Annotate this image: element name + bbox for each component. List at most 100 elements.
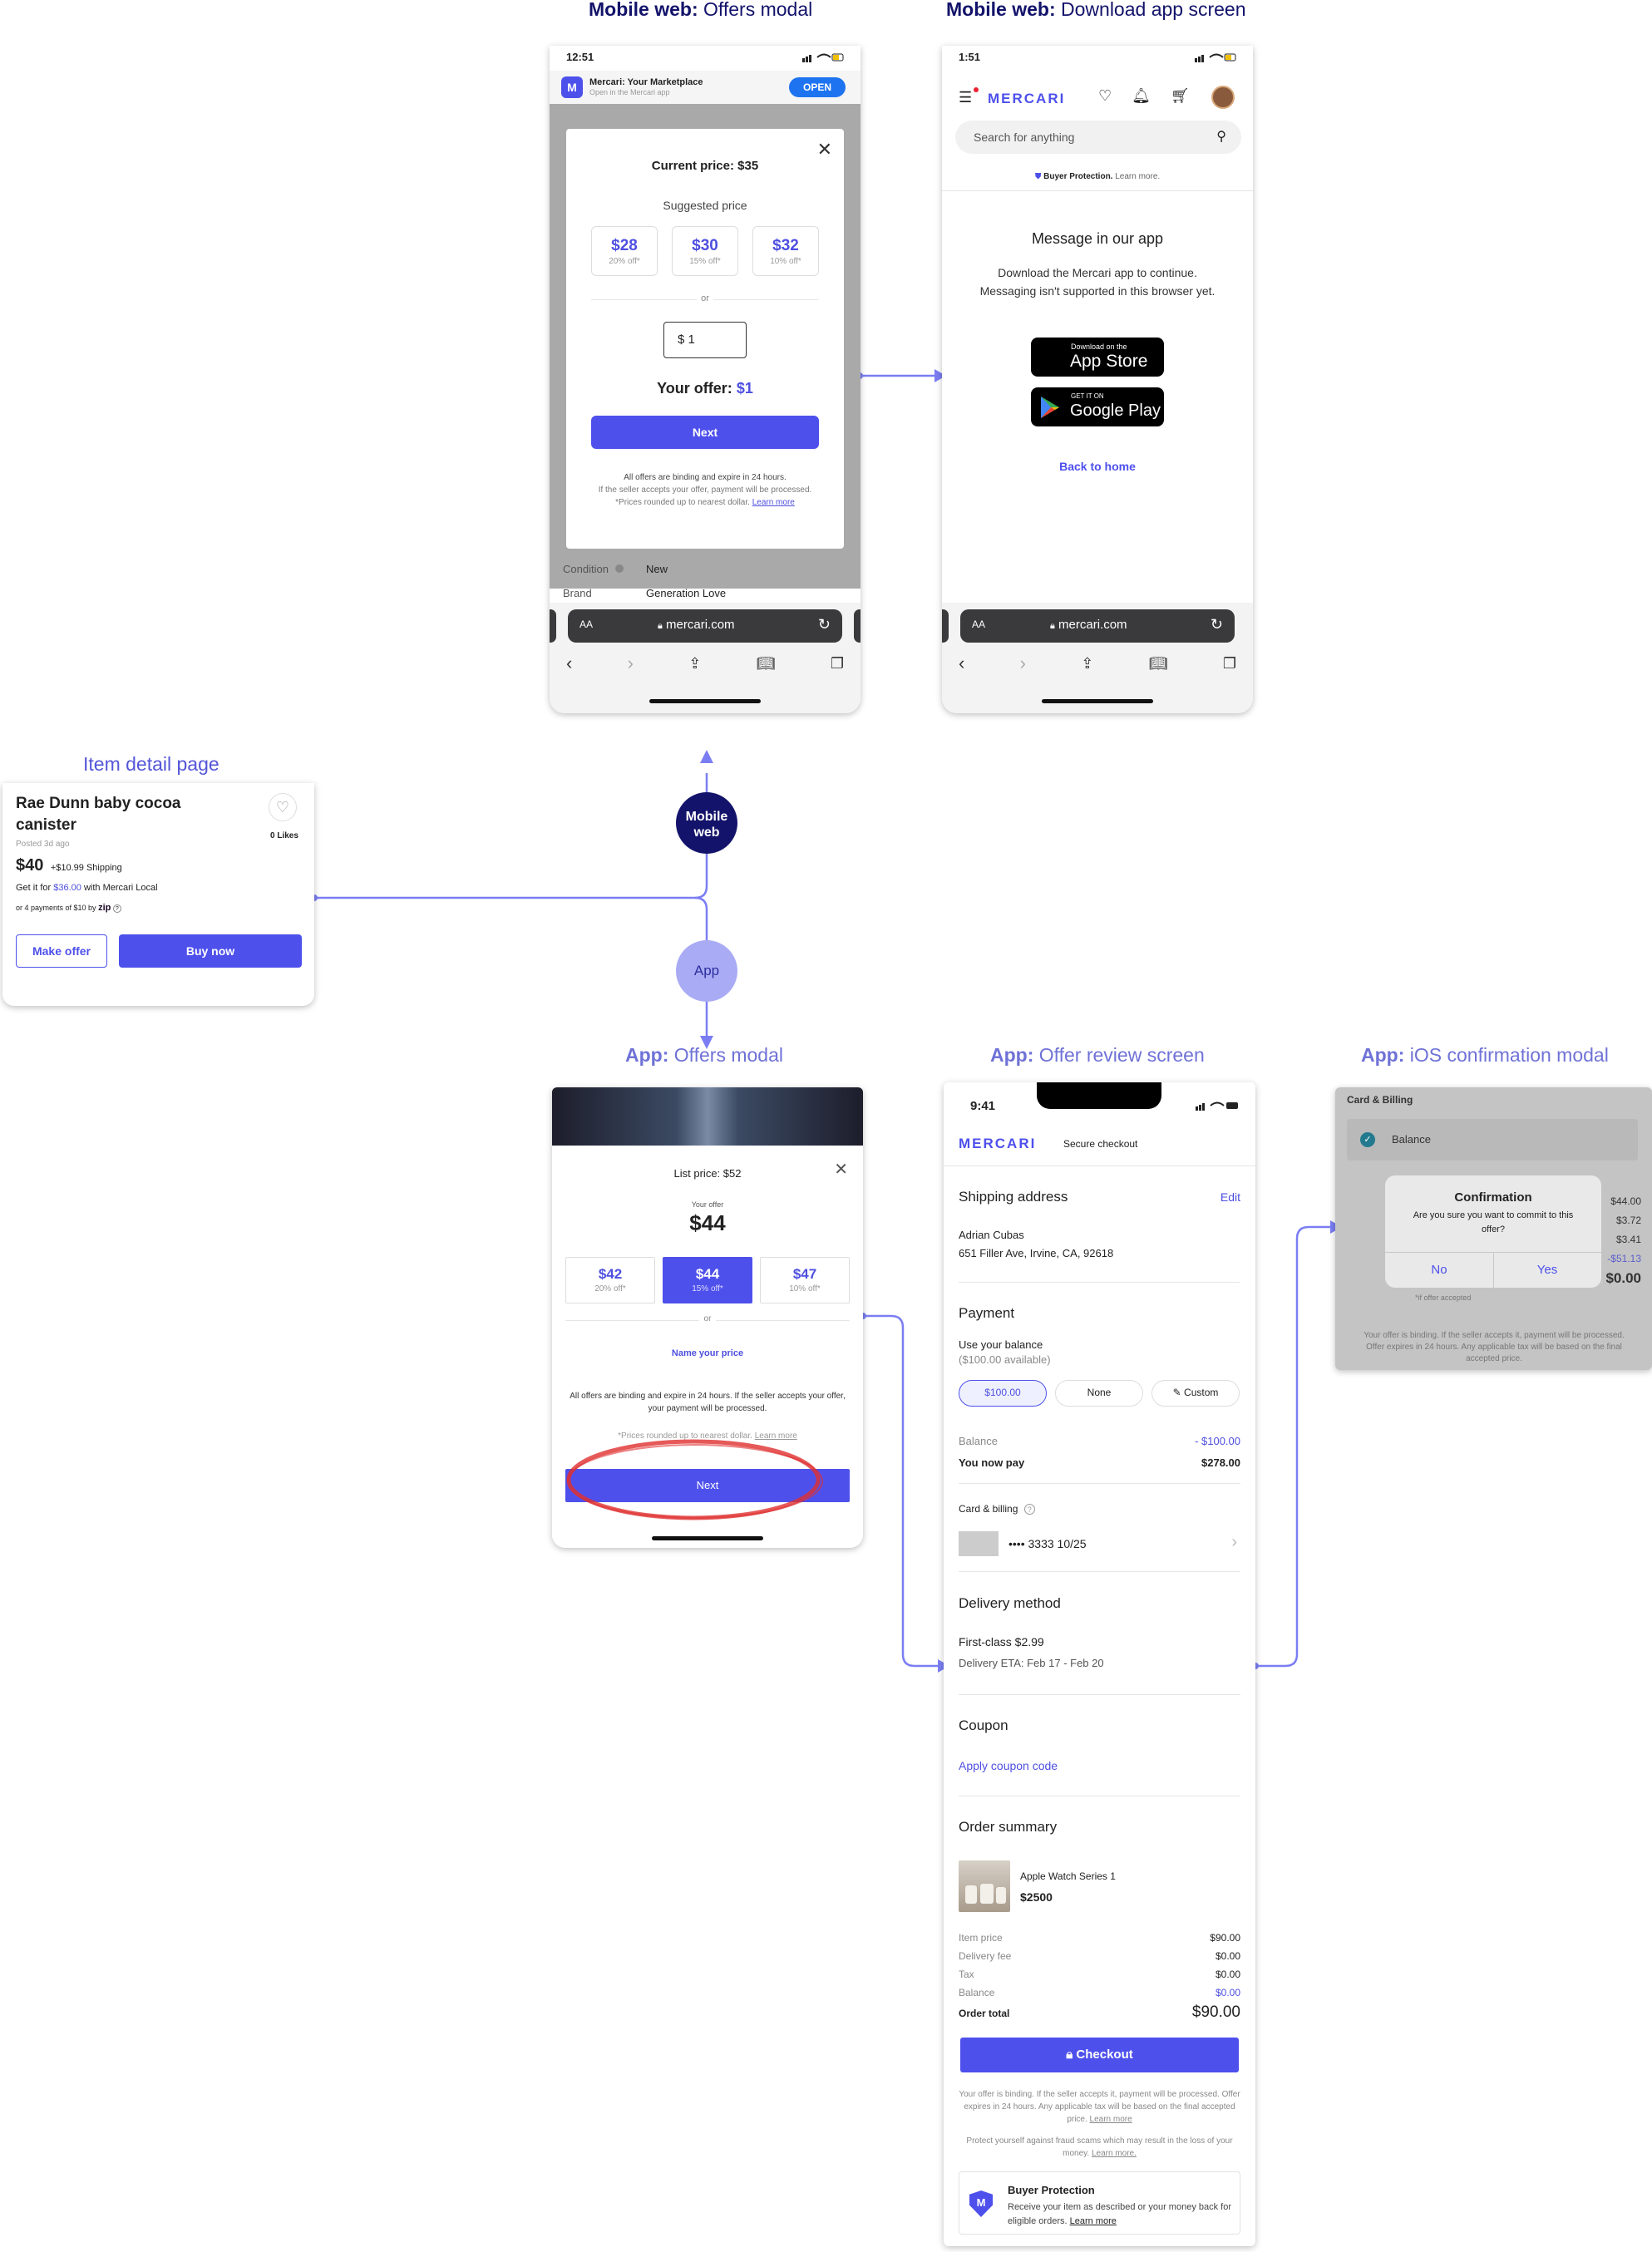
fraud-learn-more[interactable]: Learn more. <box>1091 2149 1137 2158</box>
reload-icon[interactable]: ↻ <box>817 616 831 633</box>
back-icon[interactable]: ‹ <box>566 653 573 673</box>
url-value: mercari.com <box>1058 618 1127 632</box>
smart-app-banner[interactable]: M Mercari: Your Marketplace Open in the … <box>550 71 861 104</box>
url-text: 🔒︎ mercari.com <box>658 618 735 632</box>
title-mweb-download: Mobile web: Download app screen <box>946 0 1246 21</box>
balance-chip-selected[interactable]: $100.00 <box>959 1380 1047 1407</box>
pencil-icon: ✎ <box>1172 1387 1181 1398</box>
forward-icon[interactable]: › <box>1019 653 1026 673</box>
value-line: $0.00 <box>1605 1270 1641 1286</box>
node-app: App <box>676 940 737 1002</box>
delivery-heading: Delivery method <box>959 1595 1061 1611</box>
bookmarks-icon[interactable]: 📖︎ <box>756 654 776 672</box>
cart-icon[interactable]: 🛒︎ <box>1171 87 1190 104</box>
rounded-note: *Prices rounded up to nearest dollar. <box>615 498 750 507</box>
reload-icon[interactable]: ↻ <box>1210 616 1223 633</box>
bp-learn-more[interactable]: Learn more <box>1069 2216 1117 2226</box>
status-icons <box>802 52 844 62</box>
message-body: Download the Mercari app to continue. Me… <box>979 266 1216 298</box>
alert-yes-button[interactable]: Yes <box>1536 1263 1558 1277</box>
alert-no-button[interactable]: No <box>1431 1263 1447 1277</box>
dollar-sign: $ <box>678 333 685 347</box>
text-size-button[interactable]: AA <box>972 618 986 630</box>
app-store-button[interactable]: Download on the App Store <box>1031 338 1164 377</box>
lock-icon: 🔒︎ <box>1050 621 1055 631</box>
share-icon[interactable]: ⇪ <box>688 654 702 672</box>
price-option-1-off: 20% off* <box>594 1284 626 1294</box>
back-to-home-link[interactable]: Back to home <box>1059 460 1136 473</box>
tabs-icon[interactable]: ❐ <box>1222 654 1236 672</box>
price-option-3[interactable]: $32 10% off* <box>752 226 819 276</box>
delivery-name: First-class $2.99 <box>959 1635 1044 1648</box>
next-button[interactable]: Next <box>591 416 819 449</box>
back-icon[interactable]: ‹ <box>959 653 965 673</box>
search-bar[interactable]: Search for anything ⚲ <box>955 121 1241 154</box>
tabs-icon[interactable]: ❐ <box>830 654 844 672</box>
canister-shape <box>980 1884 994 1904</box>
price-option-3[interactable]: $47 10% off* <box>760 1257 850 1303</box>
canister-shape <box>965 1885 977 1904</box>
alert-body: Are you sure you want to commit to this … <box>1413 1210 1574 1234</box>
price-option-2-selected[interactable]: $44 15% off* <box>663 1257 752 1303</box>
buyer-protection-link[interactable]: Learn more. <box>1115 172 1161 181</box>
avatar[interactable] <box>1211 86 1235 109</box>
share-icon[interactable]: ⇪ <box>1081 654 1094 672</box>
url-field[interactable]: AA 🔒︎ mercari.com ↻ <box>568 609 842 643</box>
card-row[interactable]: •••• 3333 10/25 › <box>959 1530 1240 1556</box>
apply-coupon-link[interactable]: Apply coupon code <box>959 1759 1058 1772</box>
offer-input[interactable]: $ 1 <box>663 322 747 358</box>
close-icon[interactable]: ✕ <box>816 139 832 160</box>
bell-icon[interactable]: 🔔︎ <box>1132 87 1151 104</box>
search-icon[interactable]: ⚲ <box>1216 130 1226 144</box>
price-option-1[interactable]: $42 20% off* <box>565 1257 655 1303</box>
banner-open-button[interactable]: OPEN <box>789 77 846 97</box>
balance-chip-custom[interactable]: ✎ Custom <box>1151 1380 1240 1407</box>
local-pre: Get it for <box>16 883 52 893</box>
text-size-button[interactable]: AA <box>579 618 594 630</box>
info-icon[interactable]: ? <box>112 904 121 913</box>
mercari-logo[interactable]: MERCARI <box>988 91 1066 106</box>
buy-now-button[interactable]: Buy now <box>119 934 302 968</box>
connector-appoffers-to-review <box>863 1314 939 1668</box>
url-field[interactable]: AA 🔒︎ mercari.com ↻ <box>960 609 1235 643</box>
summary-line-label: Tax <box>959 1969 974 1980</box>
title-mweb-offers-rest: Offers modal <box>698 0 813 20</box>
make-offer-button[interactable]: Make offer <box>16 934 107 968</box>
arrow-right-download <box>934 369 946 382</box>
title-mweb-download-rest: Download app screen <box>1055 0 1246 20</box>
binding-learn-more[interactable]: Learn more <box>1089 2115 1132 2124</box>
help-icon[interactable]: ? <box>1023 1504 1035 1515</box>
your-offer-label: Your offer <box>691 1200 724 1209</box>
balance-chip-none[interactable]: None <box>1055 1380 1143 1407</box>
google-play-icon <box>1041 397 1059 418</box>
favorite-button[interactable]: ♡ <box>269 793 297 821</box>
summary-line-label: Delivery fee <box>959 1950 1012 1962</box>
edit-link[interactable]: Edit <box>1220 1190 1240 1204</box>
name-your-price-link[interactable]: Name your price <box>671 1348 744 1358</box>
close-icon[interactable]: ✕ <box>834 1160 848 1179</box>
local-price[interactable]: $36.00 <box>53 883 81 893</box>
price-option-2-price: $44 <box>695 1266 720 1282</box>
price-option-2[interactable]: $30 15% off* <box>672 226 738 276</box>
buyer-protection-card: M Buyer Protection Receive your item as … <box>959 2171 1240 2235</box>
status-time: 9:41 <box>970 1099 996 1113</box>
phone-app-review: 9:41 MERCARI Secure checkout Shipping ad… <box>944 1082 1255 2246</box>
price-row: $40 +$10.99 Shipping <box>16 856 122 875</box>
learn-more-link[interactable]: Learn more <box>754 1432 797 1441</box>
header-icons: ♡ 🔔︎ 🛒︎ <box>1098 87 1190 105</box>
title-app-review-rest: Offer review screen <box>1033 1044 1205 1066</box>
checkout-button[interactable]: 🔒︎ Checkout <box>960 2038 1239 2072</box>
disclaimer-line-2: If the seller accepts your offer, paymen… <box>598 485 812 495</box>
mercari-logo: MERCARI <box>959 1136 1037 1151</box>
now-pay-value: $278.00 <box>1201 1456 1240 1469</box>
learn-more-link[interactable]: Learn more <box>752 498 795 507</box>
title-mweb-offers: Mobile web: Offers modal <box>589 0 812 21</box>
balance-value: - $100.00 <box>1195 1435 1240 1447</box>
bookmarks-icon[interactable]: 📖︎ <box>1148 654 1168 672</box>
forward-icon[interactable]: › <box>627 653 634 673</box>
google-play-big: Google Play <box>1070 402 1161 420</box>
price-option-1[interactable]: $28 20% off* <box>591 226 658 276</box>
heart-icon[interactable]: ♡ <box>1098 87 1112 104</box>
hamburger-icon[interactable]: ☰ <box>959 89 973 106</box>
google-play-button[interactable]: GET IT ON Google Play <box>1031 387 1164 426</box>
